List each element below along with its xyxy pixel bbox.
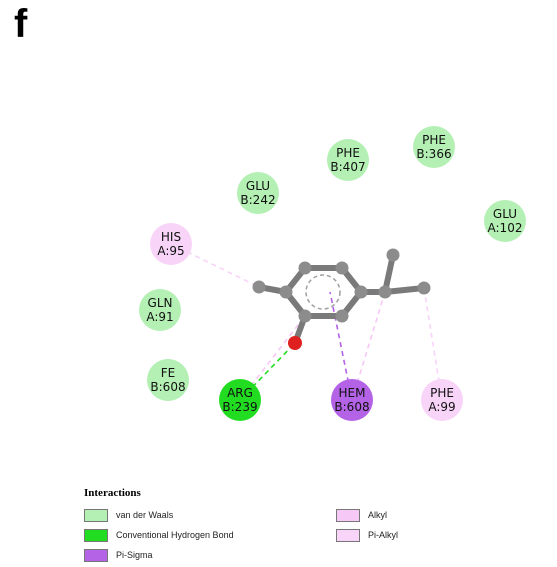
legend-swatch — [84, 548, 108, 562]
residue-id: B:608 — [334, 400, 369, 414]
residue-name: FE — [161, 366, 175, 380]
legend-swatch — [84, 508, 108, 522]
legend-item-conventional-hydrogen-bond: Conventional Hydrogen Bond — [84, 527, 234, 543]
residue-circle — [413, 126, 455, 168]
residue-name: ARG — [227, 386, 253, 400]
carbon-atom — [252, 280, 266, 294]
residue-id: A:91 — [146, 310, 173, 324]
legend-label: Pi-Sigma — [116, 550, 153, 560]
residue-circle — [139, 289, 181, 331]
residue-circle — [219, 379, 261, 421]
legend-item-van-der-waals: van der Waals — [84, 507, 173, 523]
residue-name: PHE — [422, 133, 446, 147]
residue-name: HIS — [161, 230, 181, 244]
residue-id: B:239 — [222, 400, 257, 414]
interaction-diagram: PHEB:407PHEB:366GLUB:242GLUA:102HISA:95G… — [139, 126, 526, 421]
legend-label: Alkyl — [368, 510, 388, 520]
residue-circle — [150, 223, 192, 265]
legend-item-alkyl: Alkyl — [336, 507, 387, 523]
residue-id: A:99 — [428, 400, 455, 414]
carbon-atom — [386, 248, 400, 262]
residue-nodes: PHEB:407PHEB:366GLUB:242GLUA:102HISA:95G… — [139, 126, 526, 421]
carbon-atom — [417, 281, 431, 295]
bond — [382, 285, 427, 295]
legend-label: Conventional Hydrogen Bond — [116, 530, 234, 540]
legend-label: van der Waals — [116, 510, 174, 520]
interaction-line-his-95 — [170, 243, 260, 288]
legend-label: Pi-Alkyl — [368, 530, 399, 540]
legend-swatch — [336, 508, 360, 522]
residue-circle — [237, 172, 279, 214]
residue-circle — [484, 200, 526, 242]
residue-id: A:102 — [488, 221, 523, 235]
aromatic-ring — [305, 274, 341, 310]
residue-id: B:366 — [416, 147, 451, 161]
residue-id: B:407 — [330, 160, 365, 174]
legend-swatch — [336, 528, 360, 542]
ligand-molecule — [252, 248, 431, 350]
carbon-atom — [354, 285, 368, 299]
residue-name: GLU — [493, 207, 517, 221]
residue-name: PHE — [430, 386, 454, 400]
residue-name: PHE — [336, 146, 360, 160]
residue-circle — [331, 379, 373, 421]
oxygen-atom — [288, 336, 302, 350]
residue-fe-b-608: FEB:608 — [147, 359, 189, 401]
interaction-legend: Interactions van der Waals Conventional … — [84, 487, 524, 567]
legend-title: Interactions — [84, 487, 141, 499]
carbon-atom — [335, 309, 349, 323]
residue-id: B:242 — [240, 193, 275, 207]
residue-name: GLU — [246, 179, 270, 193]
residue-id: A:95 — [157, 244, 184, 258]
legend-swatch — [84, 528, 108, 542]
residue-circle — [147, 359, 189, 401]
residue-circle — [421, 379, 463, 421]
carbon-atom — [298, 261, 312, 275]
carbon-atom — [378, 285, 392, 299]
residue-circle — [327, 139, 369, 181]
residue-name: HEM — [339, 386, 366, 400]
legend-item-pi-alkyl: Pi-Alkyl — [336, 527, 398, 543]
carbon-atom — [298, 309, 312, 323]
carbon-atom — [335, 261, 349, 275]
panel-label: f — [14, 2, 28, 46]
residue-id: B:608 — [150, 380, 185, 394]
residue-name: GLN — [148, 296, 173, 310]
carbon-atom — [279, 285, 293, 299]
legend-item-pi-sigma: Pi-Sigma — [84, 547, 153, 563]
